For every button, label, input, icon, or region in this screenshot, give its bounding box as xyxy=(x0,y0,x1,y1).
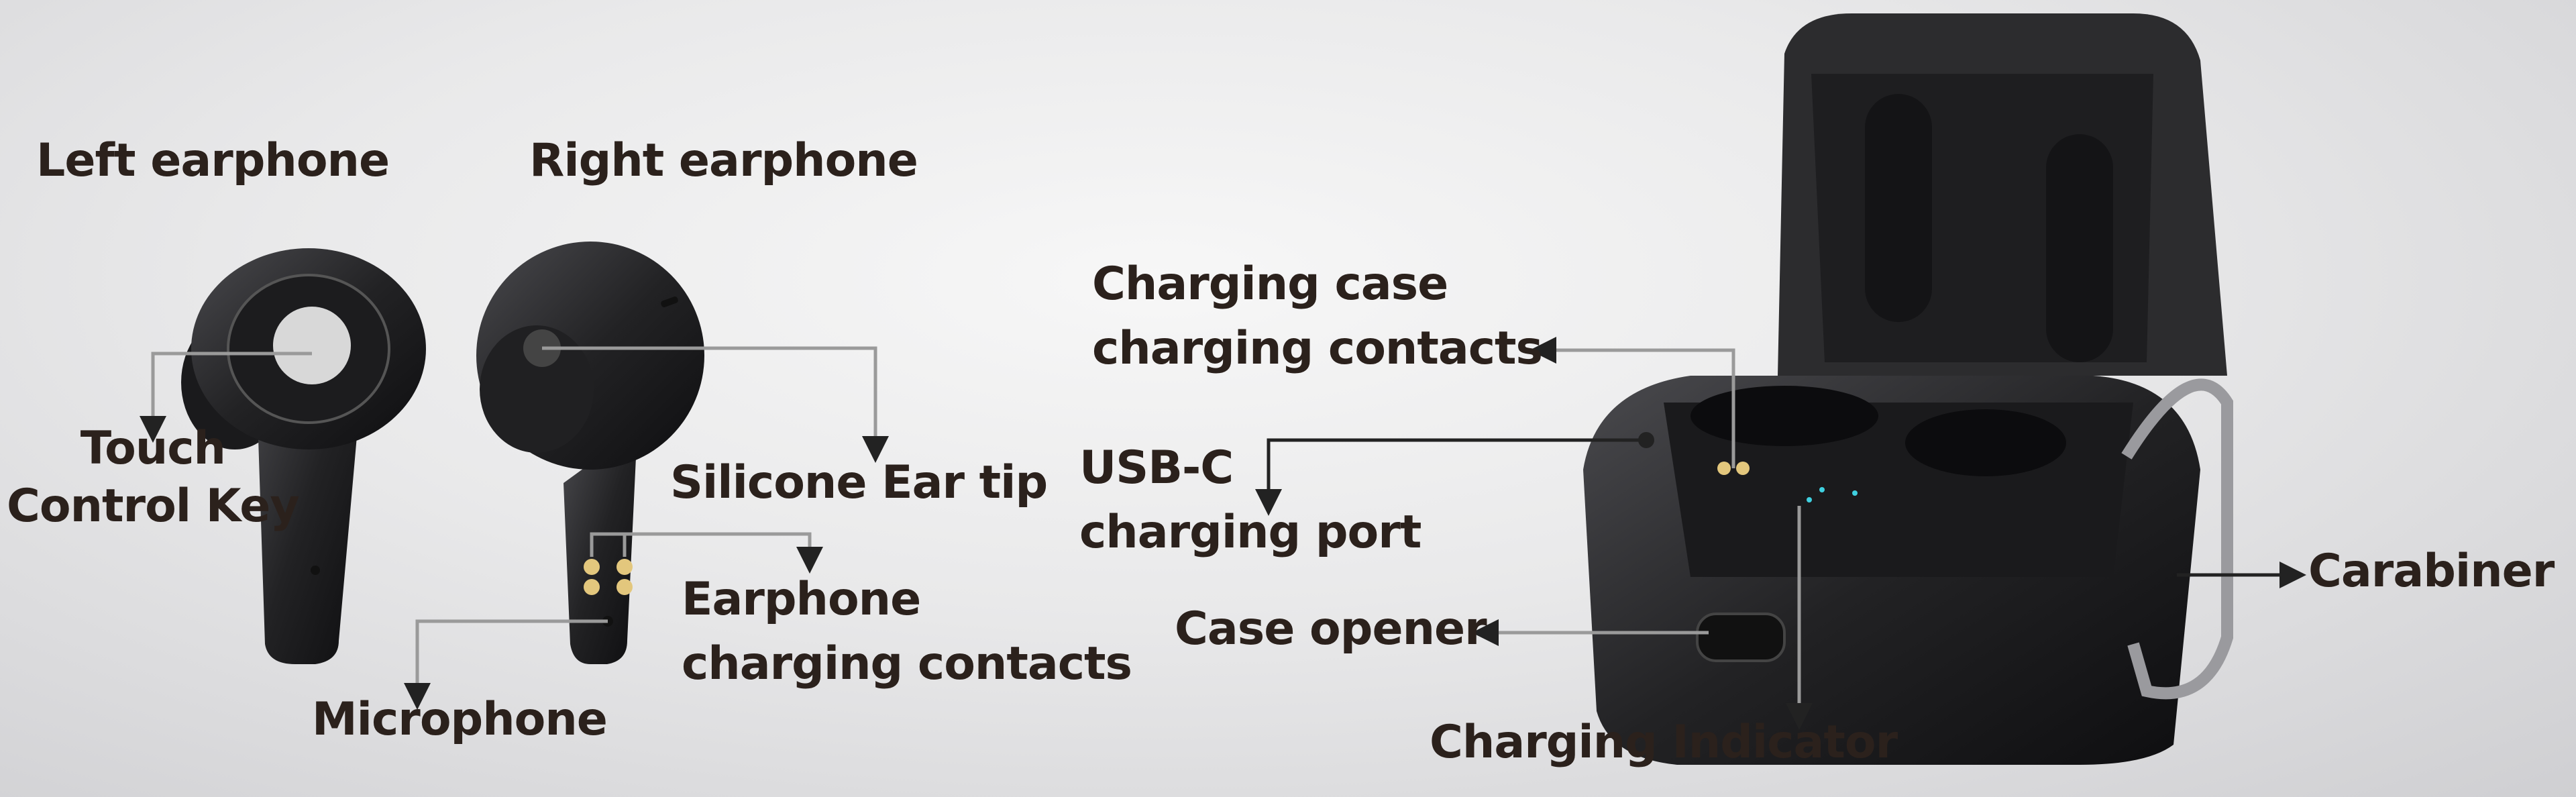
case-contacts-label: Charging case charging contacts xyxy=(1092,252,1543,381)
left-earphone xyxy=(181,248,426,664)
carabiner-label: Carabiner xyxy=(2308,545,2555,598)
leader-case-contacts xyxy=(1529,337,1735,468)
touch-control-label: Touch Control Key xyxy=(7,420,300,535)
leader-ear-tip xyxy=(542,346,889,463)
label-line: Control Key xyxy=(7,480,300,533)
right-earphone-title: Right earphone xyxy=(529,134,918,187)
label-line: charging contacts xyxy=(682,637,1132,690)
label-line: USB-C xyxy=(1079,441,1234,494)
case-opener-label: Case opener xyxy=(1175,602,1487,655)
label-line: Earphone xyxy=(682,573,921,626)
microphone-label: Microphone xyxy=(312,693,608,746)
leader-microphone xyxy=(404,619,608,710)
label-line: charging port xyxy=(1079,506,1421,559)
leader-earphone-contacts xyxy=(590,532,823,574)
left-earphone-title: Left earphone xyxy=(36,134,390,187)
leader-touch-control xyxy=(140,352,312,443)
leader-usb-port xyxy=(1255,438,1646,516)
label-line: charging contacts xyxy=(1092,322,1543,375)
right-earphone xyxy=(476,242,704,664)
ear-tip-label: Silicone Ear tip xyxy=(670,456,1048,509)
label-line: Charging case xyxy=(1092,258,1448,311)
usb-port-label: USB-C charging port xyxy=(1079,436,1421,565)
label-line: Touch xyxy=(80,422,226,475)
charging-indicator-label: Charging Indicator xyxy=(1430,716,1898,769)
charging-case xyxy=(1583,13,2233,765)
earphone-contacts-label: Earphone charging contacts xyxy=(682,568,1132,696)
